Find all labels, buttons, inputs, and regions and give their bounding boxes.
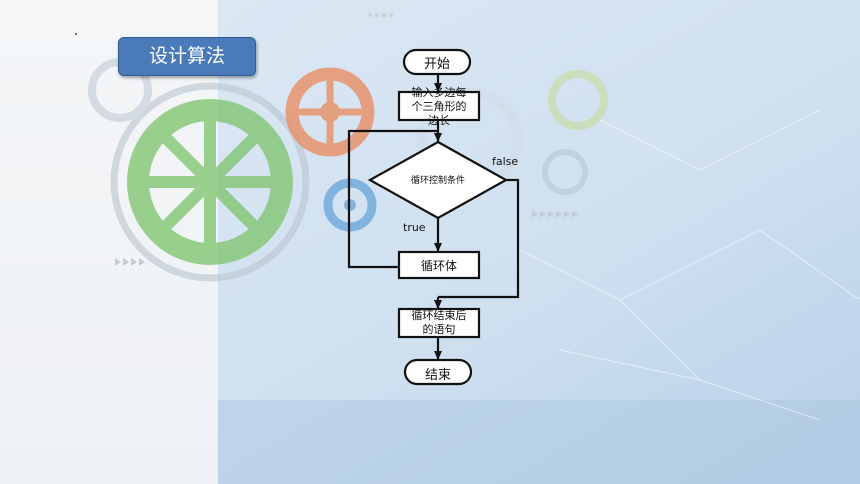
loop-body-box — [397, 250, 481, 280]
after-loop-label-line1: 循环结束后 — [411, 309, 467, 322]
end-terminal — [403, 358, 473, 386]
input-label-line2: 个三角形的 — [411, 100, 467, 113]
false-label: false — [492, 155, 519, 168]
after-loop-box — [397, 307, 481, 339]
condition-label: 循环控制条件 — [410, 176, 465, 186]
end-label: 结束 — [424, 368, 451, 383]
input-label-line1: 输入多边每 — [411, 86, 467, 99]
stray-dot — [75, 33, 77, 35]
section-title: 设计算法 — [118, 37, 256, 76]
false-exit-line — [438, 178, 520, 299]
true-label: true — [403, 221, 426, 234]
loop-back-line — [347, 129, 438, 269]
after-loop-label-line2: 的语句 — [422, 323, 456, 336]
input-label-line3: 边长 — [428, 114, 450, 127]
start-label: 开始 — [423, 57, 450, 72]
loop-body-label: 循环体 — [420, 259, 457, 273]
